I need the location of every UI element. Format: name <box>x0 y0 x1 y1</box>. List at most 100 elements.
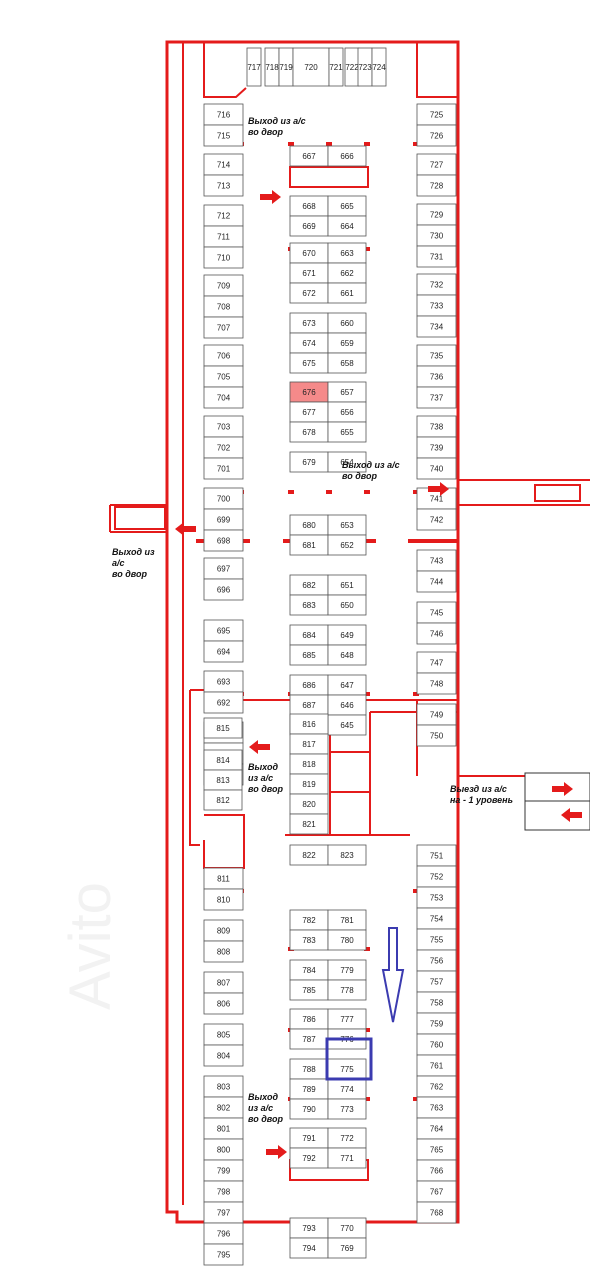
parking-spot-659[interactable]: 659 <box>327 332 367 354</box>
parking-spot-697[interactable]: 697 <box>203 557 244 580</box>
parking-spot-695[interactable]: 695 <box>203 619 244 642</box>
parking-spot-693[interactable]: 693 <box>203 670 244 693</box>
parking-spot-770[interactable]: 770 <box>327 1217 367 1239</box>
parking-spot-663[interactable]: 663 <box>327 242 367 264</box>
parking-spot-808[interactable]: 808 <box>203 940 244 963</box>
parking-spot-669[interactable]: 669 <box>289 215 329 237</box>
parking-spot-745[interactable]: 745 <box>416 601 457 624</box>
parking-spot-798[interactable]: 798 <box>203 1180 244 1203</box>
parking-spot-664[interactable]: 664 <box>327 215 367 237</box>
parking-spot-807[interactable]: 807 <box>203 971 244 994</box>
parking-spot-767[interactable]: 767 <box>416 1180 457 1203</box>
parking-spot-813[interactable]: 813 <box>203 769 243 791</box>
parking-spot-717[interactable]: 717 <box>246 47 262 87</box>
parking-spot-786[interactable]: 786 <box>289 1008 329 1030</box>
parking-spot-719[interactable]: 719 <box>278 47 294 87</box>
parking-spot-718[interactable]: 718 <box>264 47 280 87</box>
parking-spot-679[interactable]: 679 <box>289 451 329 473</box>
parking-spot-762[interactable]: 762 <box>416 1075 457 1098</box>
parking-spot-795[interactable]: 795 <box>203 1243 244 1266</box>
parking-spot-773[interactable]: 773 <box>327 1098 367 1120</box>
parking-spot-653[interactable]: 653 <box>327 514 367 536</box>
parking-spot-769[interactable]: 769 <box>327 1237 367 1259</box>
parking-spot-705[interactable]: 705 <box>203 365 244 388</box>
parking-spot-655[interactable]: 655 <box>327 421 367 443</box>
parking-spot-789[interactable]: 789 <box>289 1078 329 1100</box>
parking-spot-731[interactable]: 731 <box>416 245 457 268</box>
selected-spots-frame[interactable] <box>325 1037 373 1081</box>
parking-spot-758[interactable]: 758 <box>416 991 457 1014</box>
parking-spot-742[interactable]: 742 <box>416 508 457 531</box>
parking-spot-765[interactable]: 765 <box>416 1138 457 1161</box>
parking-spot-683[interactable]: 683 <box>289 594 329 616</box>
parking-spot-816[interactable]: 816 <box>289 713 329 735</box>
parking-spot-704[interactable]: 704 <box>203 386 244 409</box>
parking-spot-650[interactable]: 650 <box>327 594 367 616</box>
parking-spot-814[interactable]: 814 <box>203 749 243 771</box>
parking-spot-657[interactable]: 657 <box>327 381 367 403</box>
parking-spot-748[interactable]: 748 <box>416 672 457 695</box>
parking-spot-822[interactable]: 822 <box>289 844 329 866</box>
parking-spot-733[interactable]: 733 <box>416 294 457 317</box>
parking-spot-661[interactable]: 661 <box>327 282 367 304</box>
parking-spot-797[interactable]: 797 <box>203 1201 244 1224</box>
parking-spot-792[interactable]: 792 <box>289 1147 329 1169</box>
parking-spot-783[interactable]: 783 <box>289 929 329 951</box>
parking-spot-805[interactable]: 805 <box>203 1023 244 1046</box>
parking-spot-730[interactable]: 730 <box>416 224 457 247</box>
parking-spot-799[interactable]: 799 <box>203 1159 244 1182</box>
parking-spot-771[interactable]: 771 <box>327 1147 367 1169</box>
parking-spot-772[interactable]: 772 <box>327 1127 367 1149</box>
parking-spot-665[interactable]: 665 <box>327 195 367 217</box>
parking-spot-751[interactable]: 751 <box>416 844 457 867</box>
parking-spot-654[interactable]: 654 <box>327 451 367 473</box>
parking-spot-790[interactable]: 790 <box>289 1098 329 1120</box>
parking-spot-777[interactable]: 777 <box>327 1008 367 1030</box>
parking-spot-687[interactable]: 687 <box>289 694 329 716</box>
parking-spot-658[interactable]: 658 <box>327 352 367 374</box>
parking-spot-682[interactable]: 682 <box>289 574 329 596</box>
parking-spot-806[interactable]: 806 <box>203 992 244 1015</box>
parking-spot-660[interactable]: 660 <box>327 312 367 334</box>
parking-spot-670[interactable]: 670 <box>289 242 329 264</box>
parking-spot-686[interactable]: 686 <box>289 674 329 696</box>
parking-spot-753[interactable]: 753 <box>416 886 457 909</box>
parking-spot-774[interactable]: 774 <box>327 1078 367 1100</box>
parking-spot-821[interactable]: 821 <box>289 813 329 835</box>
parking-spot-672[interactable]: 672 <box>289 282 329 304</box>
parking-spot-744[interactable]: 744 <box>416 570 457 593</box>
parking-spot-698[interactable]: 698 <box>203 529 244 552</box>
parking-spot-674[interactable]: 674 <box>289 332 329 354</box>
parking-spot-784[interactable]: 784 <box>289 959 329 981</box>
parking-spot-794[interactable]: 794 <box>289 1237 329 1259</box>
parking-spot-722[interactable]: 722 <box>344 47 360 87</box>
parking-spot-680[interactable]: 680 <box>289 514 329 536</box>
parking-spot-793[interactable]: 793 <box>289 1217 329 1239</box>
parking-spot-743[interactable]: 743 <box>416 549 457 572</box>
parking-spot-802[interactable]: 802 <box>203 1096 244 1119</box>
parking-spot-749[interactable]: 749 <box>416 703 457 726</box>
parking-spot-694[interactable]: 694 <box>203 640 244 663</box>
parking-spot-782[interactable]: 782 <box>289 909 329 931</box>
parking-spot-645[interactable]: 645 <box>327 714 367 736</box>
parking-spot-647[interactable]: 647 <box>327 674 367 696</box>
parking-spot-666[interactable]: 666 <box>327 145 367 167</box>
parking-spot-706[interactable]: 706 <box>203 344 244 367</box>
parking-spot-652[interactable]: 652 <box>327 534 367 556</box>
parking-spot-796[interactable]: 796 <box>203 1222 244 1245</box>
parking-spot-685[interactable]: 685 <box>289 644 329 666</box>
parking-spot-646[interactable]: 646 <box>327 694 367 716</box>
parking-spot-759[interactable]: 759 <box>416 1012 457 1035</box>
parking-spot-724[interactable]: 724 <box>371 47 387 87</box>
parking-spot-673[interactable]: 673 <box>289 312 329 334</box>
parking-spot-754[interactable]: 754 <box>416 907 457 930</box>
parking-spot-810[interactable]: 810 <box>203 888 244 911</box>
parking-spot-707[interactable]: 707 <box>203 316 244 339</box>
parking-spot-729[interactable]: 729 <box>416 203 457 226</box>
parking-spot-716[interactable]: 716 <box>203 103 244 126</box>
parking-spot-752[interactable]: 752 <box>416 865 457 888</box>
parking-spot-763[interactable]: 763 <box>416 1096 457 1119</box>
parking-spot-760[interactable]: 760 <box>416 1033 457 1056</box>
parking-spot-715[interactable]: 715 <box>203 124 244 147</box>
parking-spot-709[interactable]: 709 <box>203 274 244 297</box>
